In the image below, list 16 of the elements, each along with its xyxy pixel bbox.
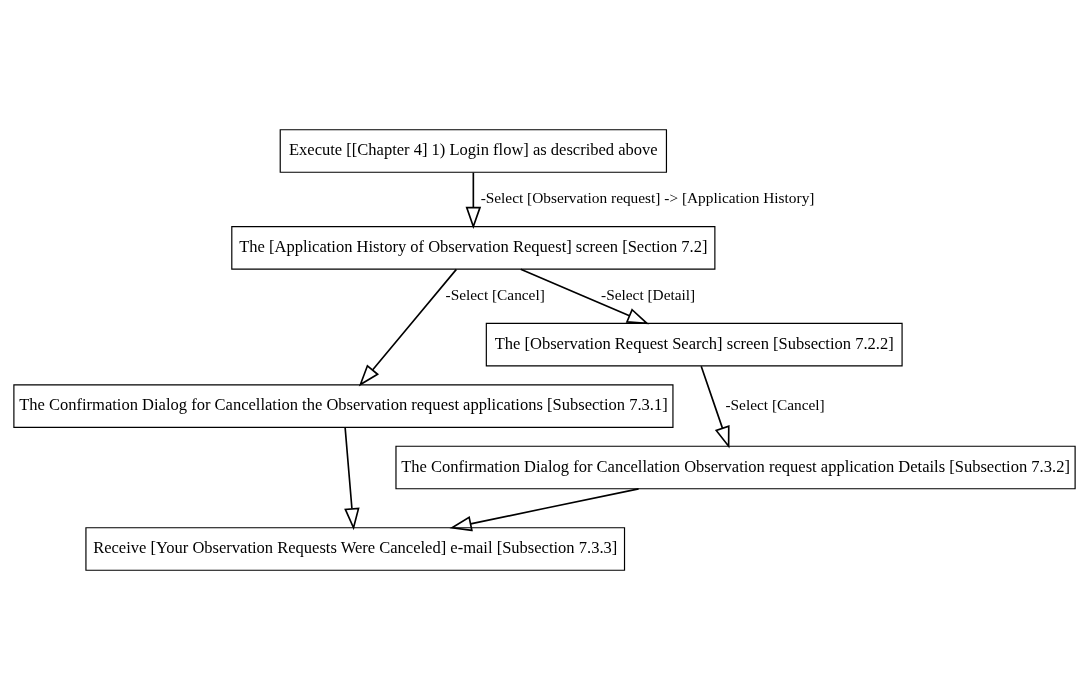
node-box: Execute [[Chapter 4] 1) Login flow] as described above — [279, 129, 668, 173]
arrow — [358, 268, 458, 387]
node-box: Receive [Your Observation Requests Were Canceled] e-mail [Subsection 7.3.3] — [85, 527, 626, 571]
arrow — [465, 171, 482, 229]
node-box: The Confirmation Dialog for Cancellation Observation request application Details [Subsection 7.3.2] — [395, 445, 1076, 490]
edge-label: -Select [Detail] — [601, 286, 696, 304]
edge-label: -Select [Cancel] — [445, 286, 545, 304]
edge-label: -Select [Cancel] — [725, 396, 825, 414]
node-box: The Confirmation Dialog for Cancellation the Observation request applications [Subsection 7.3.1] — [13, 384, 674, 428]
arrow — [449, 488, 640, 532]
edge-label: -Select [Observation request] -> [Application History] — [480, 189, 815, 207]
arrow — [519, 268, 650, 325]
node-box: The [Observation Request Search] screen [Subsection 7.2.2] — [485, 322, 903, 367]
node-box: The [Application History of Observation Request] screen [Section 7.2] — [231, 226, 716, 270]
arrow — [344, 426, 360, 531]
arrow — [700, 365, 730, 449]
